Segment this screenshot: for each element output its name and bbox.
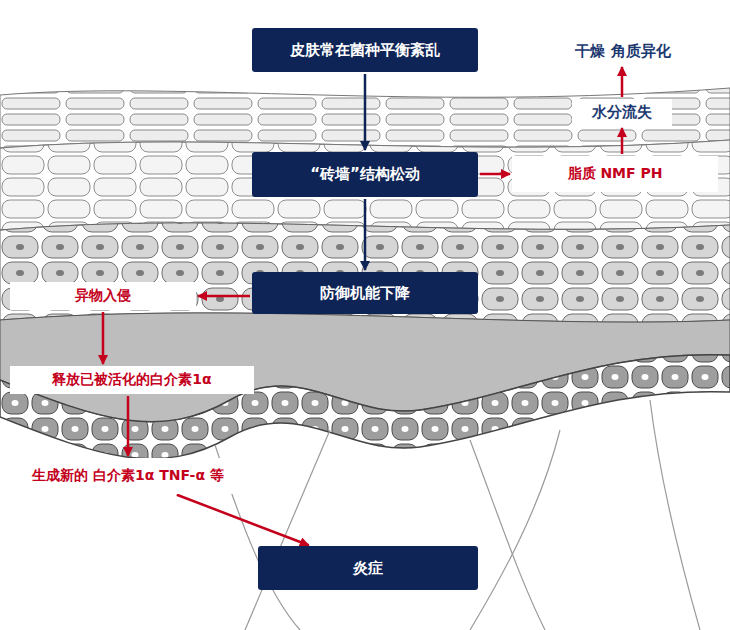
box-text: “砖墙”结构松动 <box>310 165 420 184</box>
flow-arrow <box>621 128 624 154</box>
flow-arrow <box>102 312 105 364</box>
box-text: 防御机能下降 <box>320 284 410 303</box>
box-text: 炎症 <box>353 559 383 578</box>
box-text: 干燥 角质异化 <box>575 42 670 61</box>
flow-arrow <box>364 74 367 150</box>
box-text: 水分流失 <box>592 103 652 122</box>
flow-arrow <box>480 173 510 176</box>
factor-box: 脂质 NMF PH <box>512 156 718 192</box>
flow-arrow <box>198 295 250 298</box>
effect-text: 干燥 角质异化 <box>548 38 698 65</box>
step-box: 生成新的 白介素1α TNF-α 等 <box>10 458 246 494</box>
box-text: 释放已被活化的白介素1α <box>52 371 211 389</box>
box-text: 异物入侵 <box>75 287 131 305</box>
flow-arrow <box>621 67 624 97</box>
flow-arrow <box>177 495 309 546</box>
flow-arrow <box>364 199 367 270</box>
process-box: 防御机能下降 <box>252 272 478 314</box>
effect-text: 水分流失 <box>572 99 672 126</box>
flow-arrow <box>127 396 130 456</box>
step-box: 异物入侵 <box>10 282 196 310</box>
result-box: 炎症 <box>258 546 478 590</box>
process-box: “砖墙”结构松动 <box>252 152 478 197</box>
process-box: 皮肤常在菌种平衡紊乱 <box>252 28 478 72</box>
box-text: 皮肤常在菌种平衡紊乱 <box>290 41 440 60</box>
step-box: 释放已被活化的白介素1α <box>10 366 254 394</box>
box-text: 脂质 NMF PH <box>568 165 663 183</box>
box-text: 生成新的 白介素1α TNF-α 等 <box>32 467 224 485</box>
